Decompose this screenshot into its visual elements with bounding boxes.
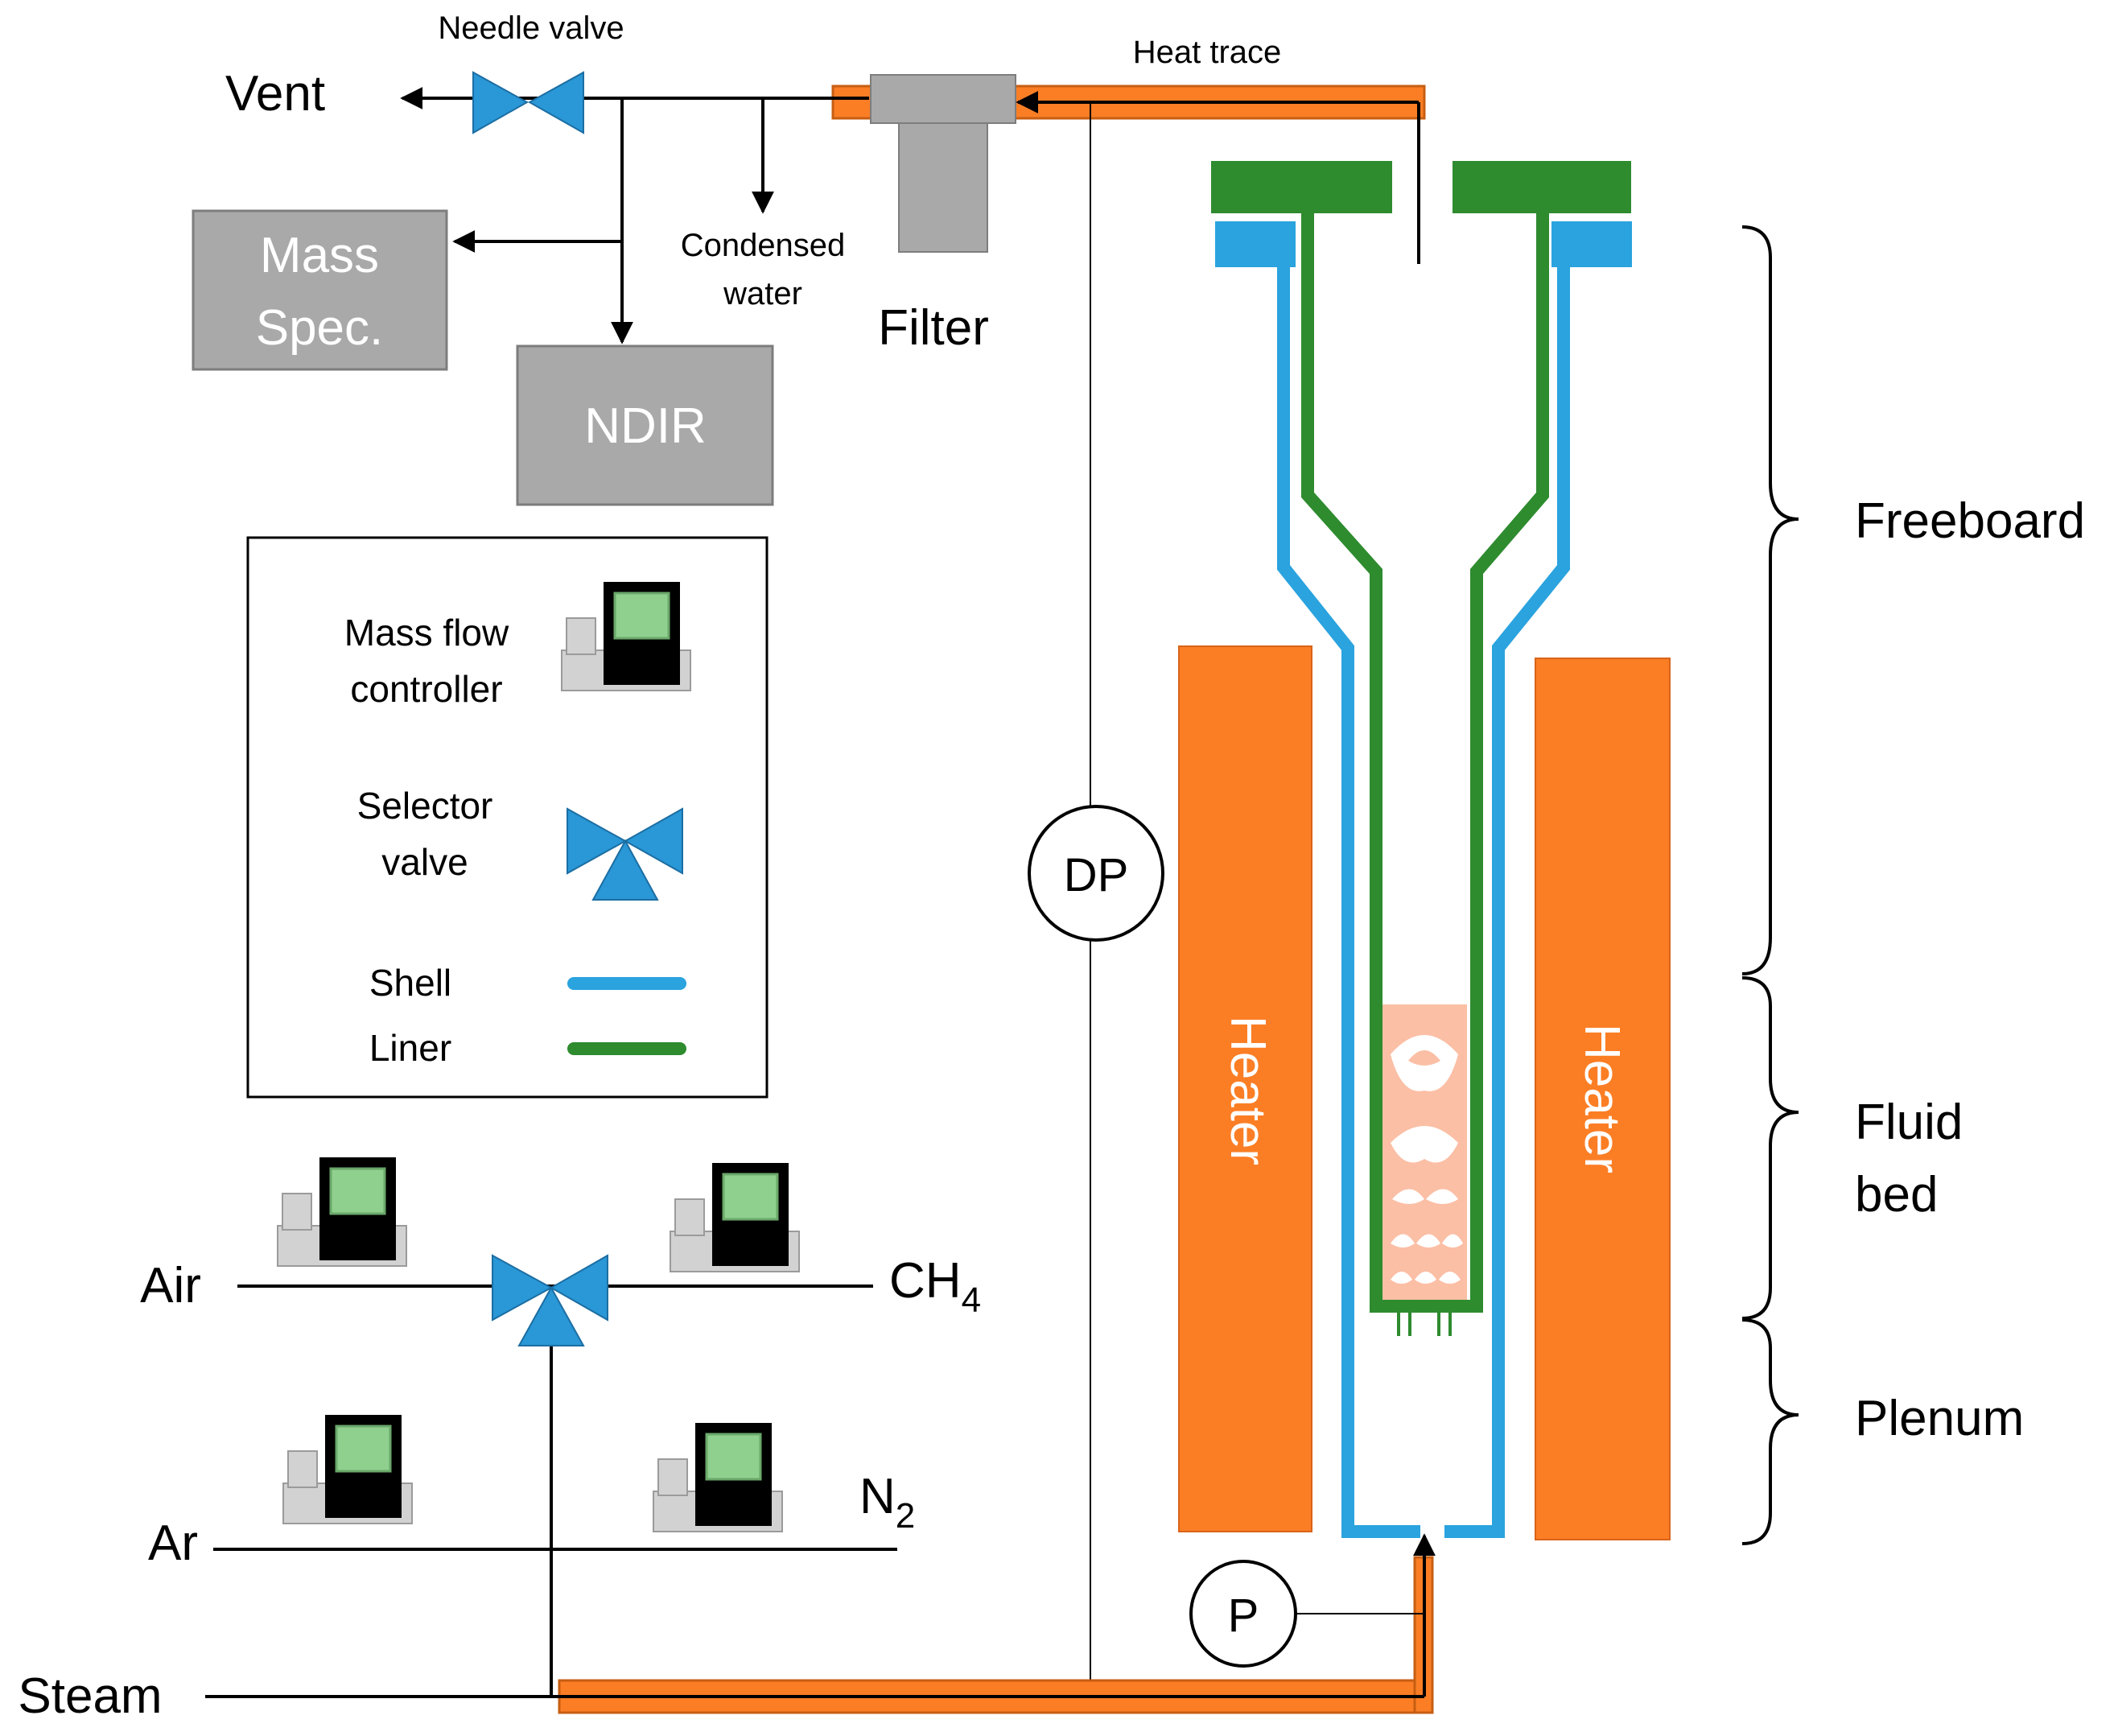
air-label: Air: [140, 1258, 201, 1313]
brace-freeboard: [1741, 225, 1799, 975]
filter: [870, 74, 1016, 253]
legend-shell-label: Shell: [369, 962, 451, 1004]
ndir-label: NDIR: [584, 398, 707, 454]
heater-right-label: Heater: [1574, 1024, 1630, 1173]
legend-mfc-label-2: controller: [350, 668, 502, 710]
mfc-ar: [282, 1413, 414, 1525]
vent-label: Vent: [225, 66, 325, 122]
liner-flange-right: [1453, 161, 1631, 213]
dp-gauge: [1028, 805, 1164, 942]
legend-mfc-label-1: Mass flow: [344, 612, 509, 654]
brace-fluid: [1741, 976, 1799, 1320]
condensed-label-1: Condensed: [681, 228, 846, 263]
heat-trace-label: Heat trace: [1133, 35, 1282, 70]
p-label: P: [1228, 1590, 1259, 1642]
ndir: [516, 344, 774, 506]
n2-label: N2: [859, 1469, 915, 1536]
mass-spec-label-2: Spec.: [256, 300, 384, 356]
heater-right: [1535, 658, 1671, 1540]
legend-liner-label: Liner: [369, 1027, 451, 1069]
needle-valve: [472, 71, 584, 134]
shell: [1277, 224, 1570, 1538]
fluid-bed: [1382, 1004, 1467, 1310]
condensed-label-2: water: [723, 276, 802, 311]
zone-braces: [1741, 225, 1799, 1545]
distributor: [1397, 1306, 1452, 1336]
liner-flange-left: [1211, 161, 1392, 213]
mfc-air: [276, 1156, 408, 1268]
filter-label: Filter: [878, 300, 989, 356]
brace-plenum: [1741, 1318, 1799, 1545]
liner: [1301, 211, 1549, 1313]
legend-selector-label-1: Selector: [357, 785, 493, 827]
ar-label: Ar: [148, 1515, 198, 1571]
dp-label: DP: [1064, 849, 1129, 901]
fluid-bed-label-1: Fluid: [1855, 1095, 1963, 1150]
heater-left-label: Heater: [1220, 1016, 1275, 1165]
gas-selector-valve: [492, 1254, 608, 1346]
ch4-label: CH4: [889, 1253, 981, 1320]
steam-label: Steam: [18, 1668, 162, 1724]
legend: [246, 536, 768, 1099]
mfc-n2: [652, 1421, 784, 1533]
freeboard-label: Freeboard: [1855, 493, 2085, 549]
mfc-ch4: [669, 1161, 801, 1273]
fluid-bed-label-2: bed: [1855, 1167, 1938, 1223]
plenum-label: Plenum: [1855, 1391, 2024, 1446]
bowtie-valve-icon: [472, 71, 530, 134]
mass-spec-label-1: Mass: [260, 228, 379, 283]
mass-spec: [192, 209, 448, 371]
heater-left: [1178, 645, 1312, 1532]
gas-lines: [205, 85, 1436, 1714]
legend-selector-label-2: valve: [381, 841, 468, 883]
p-gauge: [1189, 1560, 1297, 1668]
needle-valve-label: Needle valve: [438, 10, 624, 46]
selector-valve-icon: [567, 807, 683, 901]
